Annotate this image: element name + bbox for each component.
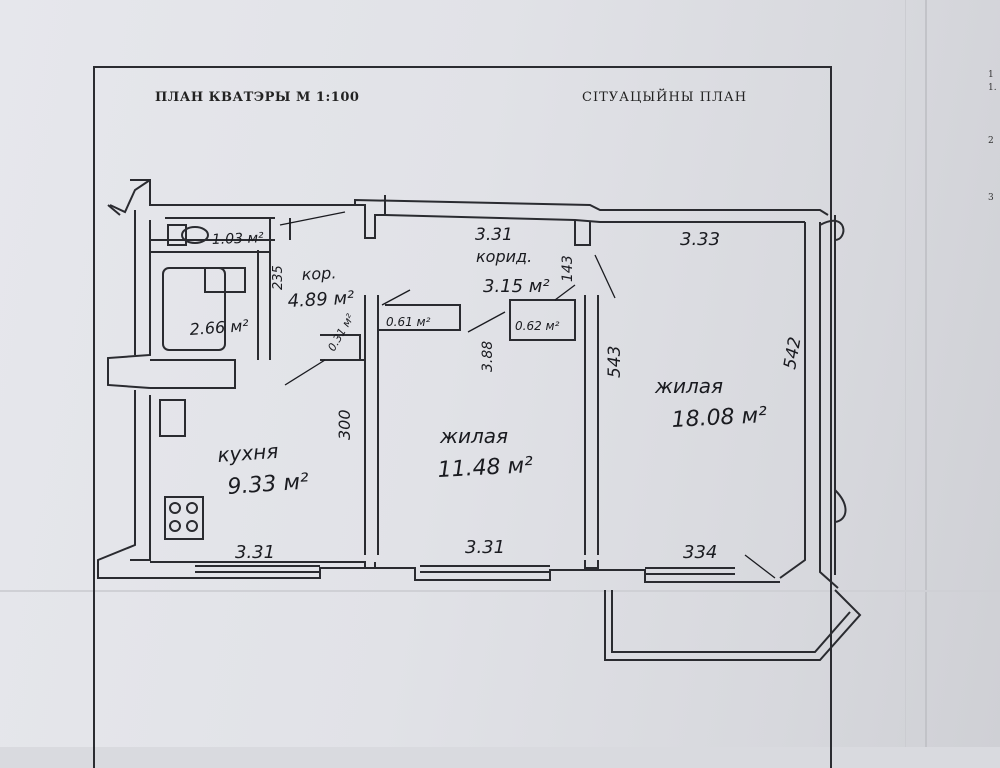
leader-line bbox=[744, 554, 776, 579]
burner bbox=[186, 502, 198, 514]
dim-room2-left: 543 bbox=[605, 346, 625, 378]
paper-fold-line bbox=[905, 0, 906, 747]
room2-area: 18.08 м² bbox=[671, 403, 768, 433]
outer-wall bbox=[130, 179, 829, 216]
balcony bbox=[611, 590, 851, 653]
paper-sheet bbox=[0, 0, 1000, 747]
wall-junction bbox=[109, 179, 151, 214]
window bbox=[645, 567, 735, 575]
dim-corridor-depth: 143 bbox=[560, 255, 576, 282]
plan-frame bbox=[93, 66, 832, 768]
dim-corridor-width: 3.31 bbox=[475, 225, 513, 245]
partition-wall bbox=[509, 299, 576, 341]
balcony bbox=[604, 589, 862, 661]
leader-line bbox=[554, 284, 576, 301]
door-arc bbox=[819, 219, 845, 241]
sink bbox=[204, 267, 246, 293]
door-arc bbox=[834, 489, 847, 523]
corridor-name: корид. bbox=[476, 247, 532, 266]
outer-wall bbox=[107, 220, 151, 389]
window bbox=[195, 565, 320, 573]
dim-room2-bottom: 334 bbox=[683, 542, 717, 563]
outer-wall bbox=[364, 562, 376, 569]
outer-wall bbox=[779, 222, 806, 579]
kitchen-sink bbox=[159, 399, 186, 437]
door-arc bbox=[107, 204, 121, 216]
dim-room2-top: 3.33 bbox=[680, 229, 720, 250]
hall-name: кор. bbox=[301, 263, 337, 284]
dim-room1-depth: 3.88 bbox=[480, 341, 496, 372]
window bbox=[420, 565, 550, 573]
edge-mark: 1 bbox=[988, 70, 994, 80]
plan-title: ПЛАН КВАТЭРЫ М 1:100 bbox=[155, 90, 360, 105]
stove bbox=[164, 496, 204, 540]
room1-name: жилая bbox=[439, 424, 508, 448]
closet3-area: 0.62 м² bbox=[515, 319, 560, 333]
toilet bbox=[181, 226, 209, 244]
dim-hall-depth: 235 bbox=[271, 265, 286, 290]
edge-mark: 3 bbox=[988, 193, 994, 203]
burner bbox=[169, 502, 181, 514]
partition-wall bbox=[378, 304, 461, 331]
outer-wall bbox=[584, 560, 599, 569]
dim-kitchen-depth: 300 bbox=[335, 409, 354, 440]
outer-wall bbox=[819, 222, 839, 589]
burner bbox=[186, 520, 198, 532]
situation-plan-title: СІТУАЦЫЙНЫ ПЛАН bbox=[582, 90, 748, 105]
outer-wall bbox=[130, 395, 151, 561]
bathtub bbox=[162, 267, 226, 351]
plan-labels: кухня 9.33 м² жилая 11.48 м² жилая 18.08… bbox=[189, 225, 806, 563]
dim-room1-width: 3.31 bbox=[465, 537, 505, 558]
leader-line bbox=[381, 289, 411, 306]
dim-room2-right: 542 bbox=[780, 335, 805, 370]
paper-fold-line bbox=[0, 590, 1000, 592]
kitchen-name: кухня bbox=[217, 439, 279, 467]
leader-line bbox=[279, 211, 346, 226]
inner-wall bbox=[384, 214, 805, 223]
edge-mark: 2 bbox=[988, 136, 994, 146]
partition-wall bbox=[150, 359, 236, 389]
leader-line bbox=[284, 359, 326, 386]
floor-plan-drawing: кухня 9.33 м² жилая 11.48 м² жилая 18.08… bbox=[97, 179, 862, 661]
toilet-area: 1.03 м² bbox=[212, 230, 265, 248]
outer-wall bbox=[97, 390, 195, 579]
room2-name: жилая bbox=[654, 374, 723, 398]
edge-mark: 1. bbox=[988, 83, 997, 93]
bathroom-area: 2.66 м² bbox=[189, 316, 250, 339]
wall-junction bbox=[340, 195, 386, 239]
hall-area: 4.89 м² bbox=[287, 288, 355, 312]
room1-area: 11.48 м² bbox=[437, 453, 534, 483]
leader-line bbox=[467, 311, 506, 333]
dim-kitchen-width: 3.31 bbox=[235, 542, 275, 563]
paper-fold-line bbox=[925, 0, 927, 747]
closet2-area: 0.61 м² bbox=[386, 315, 431, 329]
wall-junction bbox=[574, 220, 591, 246]
closet1-area: 0.31 м² bbox=[325, 311, 357, 353]
burner bbox=[169, 520, 181, 532]
corridor-area: 3.15 м² bbox=[483, 276, 550, 297]
toilet-tank bbox=[167, 224, 187, 246]
leader-line bbox=[594, 254, 616, 299]
kitchen-area: 9.33 м² bbox=[227, 469, 310, 500]
partition-wall bbox=[320, 334, 361, 360]
